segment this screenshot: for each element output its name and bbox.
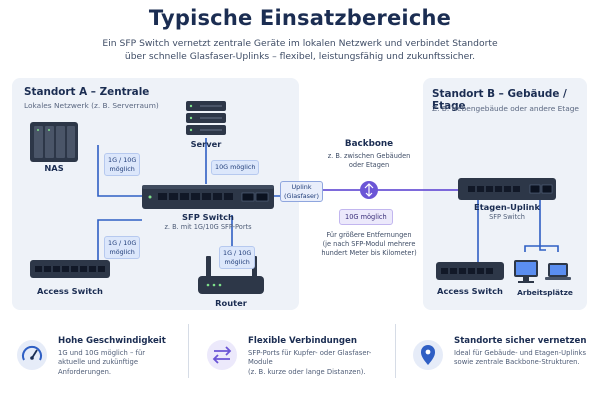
feature-flexible: Flexible Verbindungen SFP-Ports für Kupf… [248,336,393,377]
link-server-speed-badge: 10G möglich [211,160,260,175]
feature-locations-text-line-1: Ideal für Gebäude- und Etagen-Uplinks [454,349,587,357]
link-router-speed-line-1: 1G / 10G [223,249,252,257]
link-access-speed-line-2: möglich [109,247,135,256]
uplink-badge-line-1: Uplink [291,183,312,191]
feature-locations-text-line-2: sowie zentrale Backbone-Strukturen. [454,358,580,367]
backbone-title: Backbone [344,139,394,149]
speedometer-icon-graphic [17,340,47,370]
feature-locations-text: Ideal für Gebäude- und Etagen-Uplinks so… [454,349,594,368]
feature-divider-1 [188,324,189,378]
subtitle-line-1: Ein SFP Switch vernetzt zentrale Geräte … [102,38,498,49]
link-access-switch [97,219,142,267]
feature-divider-2 [395,324,396,378]
access-switch-b-device [436,262,504,280]
workstations-label: Arbeitsplätze [517,288,573,297]
site-a-subtitle: Lokales Netzwerk (z. B. Serverraum) [24,101,159,110]
subtitle-line-2: über schnelle Glasfaser-Uplinks – flexib… [124,50,476,62]
location-pin-icon-graphic [413,340,443,370]
backbone-hub-glyph [364,183,374,197]
site-b-subtitle: Z. B. Nebengebäude oder andere Etage [432,104,579,113]
feature-speed-title: Hohe Geschwindigkeit [58,336,166,346]
workstations-device [514,260,571,283]
feature-speed-text-line-1: 1G und 10G möglich – für [58,349,146,357]
backbone-note-line-2: (je nach SFP-Modul mehrere [322,240,416,248]
uplink-badge-line-2: (Glasfaser) [284,191,320,200]
link-access-speed-line-1: 1G / 10G [108,239,137,247]
location-pin-icon [413,340,443,370]
uplink-badge: Uplink (Glasfaser) [280,181,324,202]
sfp-switch-label: SFP Switch [182,212,234,222]
feature-locations: Standorte sicher vernetzen Ideal für Geb… [454,336,594,368]
access-switch-b-label: Access Switch [437,286,503,296]
feature-speed-text-line-2: aktuelle und zukünftige Anforderungen. [58,358,139,376]
page-title: Typische Einsatzbereiche [148,6,452,30]
page-subtitle: Ein SFP Switch vernetzt zentrale Geräte … [40,38,560,63]
link-nas-speed-badge: 1G / 10G möglich [104,153,141,176]
access-switch-a-device [30,260,110,278]
backbone-subtitle-line-2: oder Etagen [348,161,390,169]
backbone-speed-badge: 10G möglich [339,209,393,225]
feature-locations-title: Standorte sicher vernetzen [454,336,587,346]
router-label: Router [215,298,247,308]
site-b-title: Standort B – Gebäude / Etage [432,88,567,112]
speedometer-icon [17,340,47,370]
etagen-uplink-device [458,178,556,200]
feature-flexible-text-line-2: (z. B. kurze oder lange Distanzen). [248,367,366,376]
etagen-uplink-label: Etagen-Uplink [474,202,540,212]
etagen-uplink-sublabel: SFP Switch [489,213,525,221]
backbone-note-line-3: hundert Meter bis Kilometer) [321,249,417,257]
feature-flexible-text-line-1: SFP-Ports für Kupfer- oder Glasfaser-Mod… [248,349,372,367]
access-switch-a-label: Access Switch [37,286,103,296]
server-label: Server [190,139,222,149]
backbone-note-line-1: Für größere Entfernungen [326,231,412,239]
link-nas-switch [97,145,142,197]
feature-speed: Hohe Geschwindigkeit 1G und 10G möglich … [58,336,186,377]
site-a-title: Standort A – Zentrale [24,86,150,98]
server-device [186,101,226,135]
link-router-speed-badge: 1G / 10G möglich [219,246,256,269]
feature-speed-text: 1G und 10G möglich – für aktuelle und zu… [58,349,186,377]
link-etagen-workstations [539,198,546,251]
link-router-speed-line-2: möglich [224,257,250,266]
backbone-subtitle-line-1: z. B. zwischen Gebäuden [327,152,411,160]
arrows-exchange-icon-graphic [207,340,237,370]
nas-device [30,122,78,162]
arrows-exchange-icon [207,340,237,370]
link-access-speed-badge: 1G / 10G möglich [104,236,141,259]
link-workstations-branch [524,245,559,252]
backbone-subtitle: z. B. zwischen Gebäuden oder Etagen [309,152,429,170]
sfp-switch-device [142,185,274,209]
backbone-note: Für größere Entfernungen (je nach SFP-Mo… [304,231,434,258]
nas-label: NAS [44,163,64,173]
link-nas-speed-line-1: 1G / 10G [108,156,137,164]
sfp-switch-sublabel: z. B. mit 1G/10G SFP-Ports [164,223,252,231]
link-nas-speed-line-2: möglich [109,164,135,173]
feature-flexible-title: Flexible Verbindungen [248,336,357,346]
feature-flexible-text: SFP-Ports für Kupfer- oder Glasfaser-Mod… [248,349,393,377]
